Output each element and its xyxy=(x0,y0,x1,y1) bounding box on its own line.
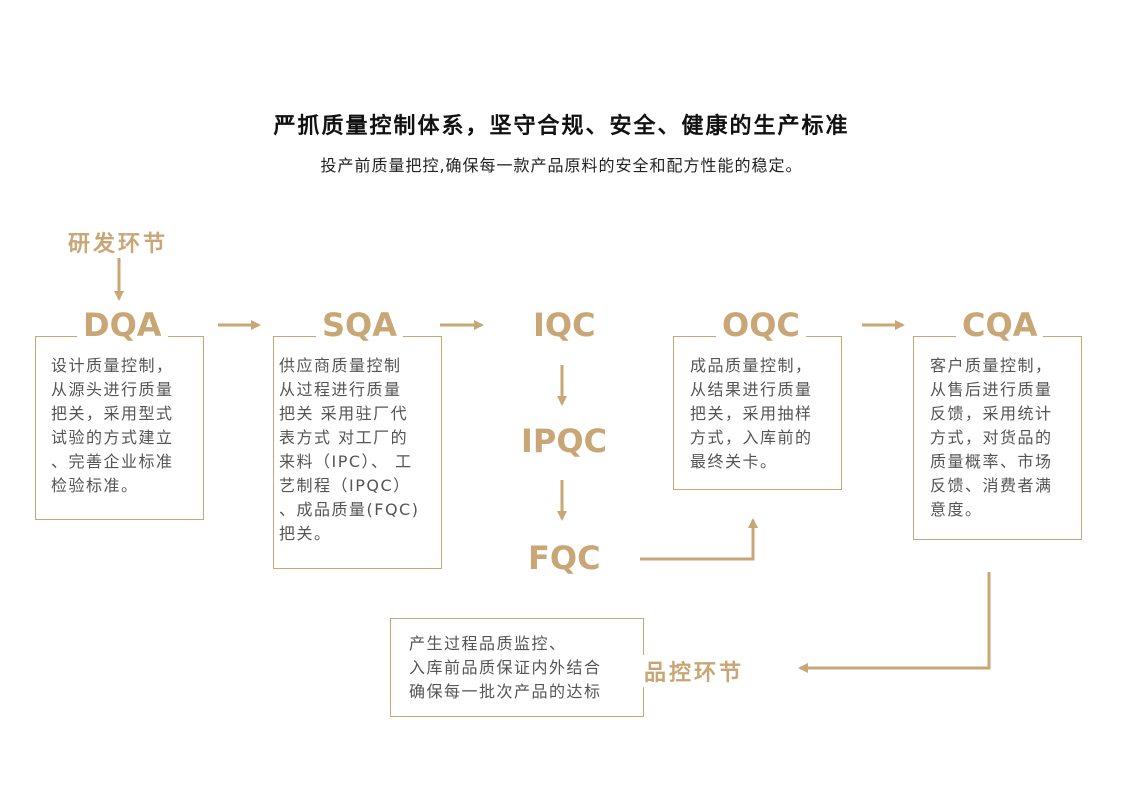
page-subtitle: 投产前质量把控,确保每一款产品原料的安全和配方性能的稳定。 xyxy=(320,156,803,175)
node-code-cqa: CQA xyxy=(956,305,1044,345)
node-code-fqc: FQC xyxy=(522,538,607,578)
desc-line: 产生过程品质监控、 xyxy=(409,634,567,653)
node-code-dqa: DQA xyxy=(77,305,168,345)
desc-line: 艺制程（IPQC） xyxy=(279,476,411,495)
node-box-cqa: 客户质量控制， 从售后进行质量 反馈，采用统计 方式，对货品的 质量概率、市场 … xyxy=(913,336,1082,540)
node-desc-oqc: 成品质量控制， 从结果进行质量 把关，采用抽样 方式，入库前的 最终关卡。 xyxy=(690,354,813,474)
desc-line: 方式，对货品的 xyxy=(930,428,1053,447)
desc-line: 把关，采用型式 xyxy=(51,404,174,423)
desc-line: 成品质量控制， xyxy=(690,356,813,375)
desc-line: 试验的方式建立 xyxy=(51,428,174,447)
desc-line: 从源头进行质量 xyxy=(51,380,174,399)
desc-line: 检验标准。 xyxy=(51,476,139,495)
desc-line: 意度。 xyxy=(930,500,983,519)
desc-line: 表方式 对工厂的 xyxy=(279,428,409,447)
desc-line: 入库前品质保证内外结合 xyxy=(409,658,602,677)
node-code-oqc: OQC xyxy=(716,305,806,345)
desc-line: 客户质量控制， xyxy=(930,356,1053,375)
desc-line: 把关。 xyxy=(279,524,332,543)
desc-line: 反馈、消费者满 xyxy=(930,476,1053,495)
desc-line: 从结果进行质量 xyxy=(690,380,813,399)
node-code-iqc: IQC xyxy=(527,305,602,345)
desc-line: 反馈，采用统计 xyxy=(930,404,1053,423)
desc-line: 从售后进行质量 xyxy=(930,380,1053,399)
desc-line: 、成品质量(FQC) xyxy=(279,500,420,519)
desc-line: 从过程进行质量 xyxy=(279,380,402,399)
desc-line: 供应商质量控制 xyxy=(279,356,402,375)
arrow-fqc-to-oqc xyxy=(640,518,758,561)
desc-line: 方式，入库前的 xyxy=(690,428,813,447)
desc-line: 来料（IPC）、 工 xyxy=(279,452,413,471)
node-code-sqa: SQA xyxy=(316,305,404,345)
desc-line: 把关 采用驻厂代 xyxy=(279,404,409,423)
desc-line: 最终关卡。 xyxy=(690,452,778,471)
desc-line: 、完善企业标准 xyxy=(51,452,174,471)
desc-line: 质量概率、市场 xyxy=(930,452,1053,471)
node-box-oqc: 成品质量控制， 从结果进行质量 把关，采用抽样 方式，入库前的 最终关卡。 xyxy=(673,336,842,490)
node-desc-sqa: 供应商质量控制 从过程进行质量 把关 采用驻厂代 表方式 对工厂的 来料（IPC… xyxy=(279,354,419,546)
phase-label-qc: 品控环节 xyxy=(640,655,749,687)
desc-line: 确保每一批次产品的达标 xyxy=(409,682,602,701)
node-desc-qc-note: 产生过程品质监控、 入库前品质保证内外结合 确保每一批次产品的达标 xyxy=(409,632,602,704)
node-code-ipqc: IPQC xyxy=(515,421,614,461)
desc-line: 设计质量控制， xyxy=(51,356,174,375)
desc-line: 把关，采用抽样 xyxy=(690,404,813,423)
node-box-dqa: 设计质量控制， 从源头进行质量 把关，采用型式 试验的方式建立 、完善企业标准 … xyxy=(35,336,204,520)
node-desc-dqa: 设计质量控制， 从源头进行质量 把关，采用型式 试验的方式建立 、完善企业标准 … xyxy=(51,354,174,498)
phase-label-rd: 研发环节 xyxy=(64,226,173,258)
node-desc-cqa: 客户质量控制， 从售后进行质量 反馈，采用统计 方式，对货品的 质量概率、市场 … xyxy=(930,354,1053,522)
node-box-qc-note: 产生过程品质监控、 入库前品质保证内外结合 确保每一批次产品的达标 xyxy=(390,618,644,717)
arrow-cqa-to-qc xyxy=(798,572,991,673)
page-title: 严抓质量控制体系，坚守合规、安全、健康的生产标准 xyxy=(273,114,850,139)
node-box-sqa: 供应商质量控制 从过程进行质量 把关 采用驻厂代 表方式 对工厂的 来料（IPC… xyxy=(273,336,442,569)
